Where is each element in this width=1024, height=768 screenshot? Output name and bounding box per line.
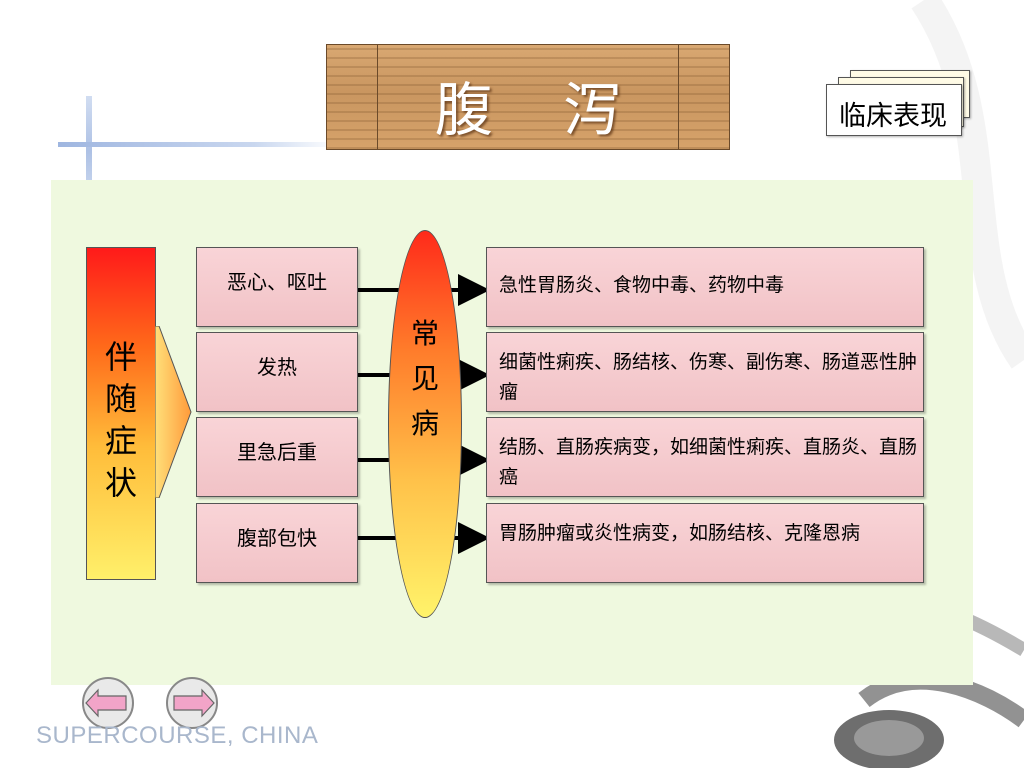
symptom-box: 发热	[196, 332, 358, 412]
common-diseases-oval: 常 见 病	[388, 230, 462, 618]
decorative-horizontal-line	[58, 142, 338, 147]
disease-box: 细菌性痢疾、肠结核、伤寒、副伤寒、肠道恶性肿瘤	[486, 332, 924, 412]
symptom-box: 恶心、呕吐	[196, 247, 358, 327]
disease-box: 结肠、直肠疾病变，如细菌性痢疾、直肠炎、直肠癌	[486, 417, 924, 497]
accompanying-symptoms-column: 伴 随 症 状	[86, 247, 156, 580]
left-arrow-icon	[85, 688, 127, 718]
symptom-box: 腹部包快	[196, 503, 358, 583]
clinical-tag: 临床表现	[826, 70, 974, 140]
disease-box: 胃肠肿瘤或炎性病变，如肠结核、克隆恩病	[486, 503, 924, 583]
center-label-char: 见	[410, 362, 439, 395]
decorative-vertical-line	[86, 96, 92, 206]
symptom-box: 里急后重	[196, 417, 358, 497]
left-label-char: 伴	[104, 338, 137, 376]
footer-brand: SUPERCOURSE, CHINA	[36, 722, 319, 749]
next-button[interactable]	[162, 676, 222, 730]
accompanying-symptoms-label: 伴 随 症 状	[87, 336, 155, 504]
tag-page-front	[826, 84, 962, 136]
right-arrow-icon	[173, 688, 215, 718]
common-diseases-label: 常 见 病	[389, 311, 461, 446]
disease-box: 急性胃肠炎、食物中毒、药物中毒	[486, 247, 924, 327]
previous-button[interactable]	[78, 676, 138, 730]
page-title: 腹 泻	[434, 76, 648, 144]
title-banner: 腹 泻	[326, 44, 730, 150]
left-label-char: 状	[104, 464, 137, 502]
center-label-char: 常	[410, 317, 439, 350]
center-label-char: 病	[410, 407, 439, 440]
block-arrow	[155, 326, 192, 498]
left-label-char: 随	[104, 380, 137, 418]
left-label-char: 症	[104, 422, 137, 460]
clinical-tag-label: 临床表现	[839, 101, 947, 132]
